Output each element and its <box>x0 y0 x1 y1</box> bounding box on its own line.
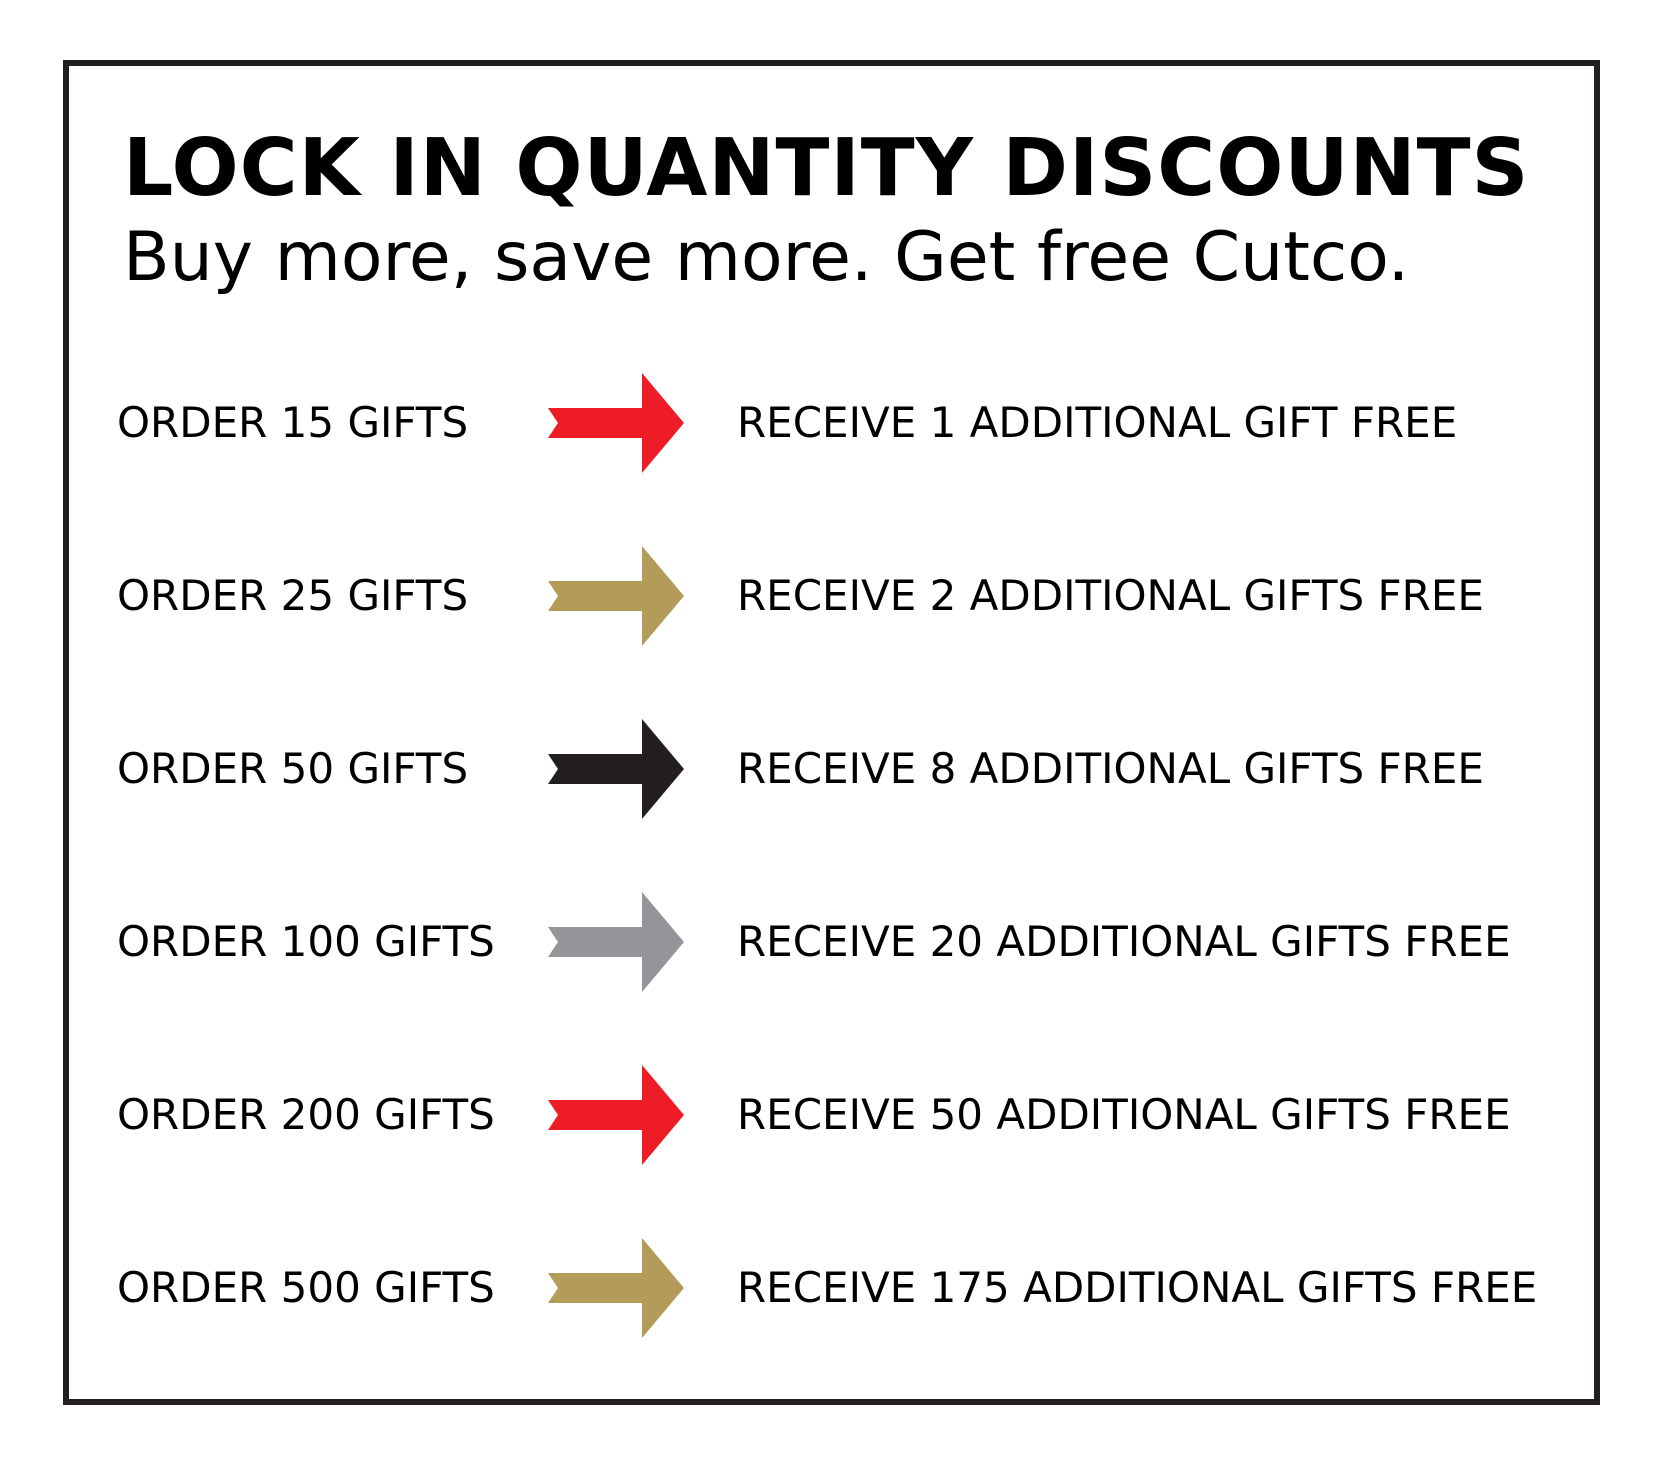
promo-title: LOCK IN QUANTITY DISCOUNTS <box>123 122 1530 214</box>
tier-reward-label: RECEIVE 2 ADDITIONAL GIFTS FREE <box>737 571 1484 620</box>
tier-order-label: ORDER 15 GIFTS <box>117 398 469 447</box>
right-arrow-icon <box>548 1065 684 1165</box>
tier-reward-label: RECEIVE 50 ADDITIONAL GIFTS FREE <box>737 1090 1511 1139</box>
tier-reward-label: RECEIVE 1 ADDITIONAL GIFT FREE <box>737 398 1458 447</box>
right-arrow-icon <box>548 1238 684 1338</box>
right-arrow-icon <box>548 373 684 473</box>
right-arrow-icon <box>548 546 684 646</box>
discount-tier-50: ORDER 50 GIFTS RECEIVE 8 ADDITIONAL GIFT… <box>0 719 1667 819</box>
tier-order-label: ORDER 25 GIFTS <box>117 571 469 620</box>
tier-order-label: ORDER 200 GIFTS <box>117 1090 495 1139</box>
tier-reward-label: RECEIVE 8 ADDITIONAL GIFTS FREE <box>737 744 1484 793</box>
discount-tier-25: ORDER 25 GIFTS RECEIVE 2 ADDITIONAL GIFT… <box>0 546 1667 646</box>
promo-subtitle: Buy more, save more. Get free Cutco. <box>123 218 1410 297</box>
right-arrow-icon <box>548 892 684 992</box>
discount-tier-200: ORDER 200 GIFTS RECEIVE 50 ADDITIONAL GI… <box>0 1065 1667 1165</box>
discount-tier-500: ORDER 500 GIFTS RECEIVE 175 ADDITIONAL G… <box>0 1238 1667 1338</box>
tier-reward-label: RECEIVE 175 ADDITIONAL GIFTS FREE <box>737 1263 1538 1312</box>
discount-tier-15: ORDER 15 GIFTS RECEIVE 1 ADDITIONAL GIFT… <box>0 373 1667 473</box>
tier-order-label: ORDER 50 GIFTS <box>117 744 469 793</box>
promo-frame <box>63 60 1600 1405</box>
tier-order-label: ORDER 500 GIFTS <box>117 1263 495 1312</box>
tier-order-label: ORDER 100 GIFTS <box>117 917 495 966</box>
tier-reward-label: RECEIVE 20 ADDITIONAL GIFTS FREE <box>737 917 1511 966</box>
right-arrow-icon <box>548 719 684 819</box>
discount-tier-100: ORDER 100 GIFTS RECEIVE 20 ADDITIONAL GI… <box>0 892 1667 992</box>
